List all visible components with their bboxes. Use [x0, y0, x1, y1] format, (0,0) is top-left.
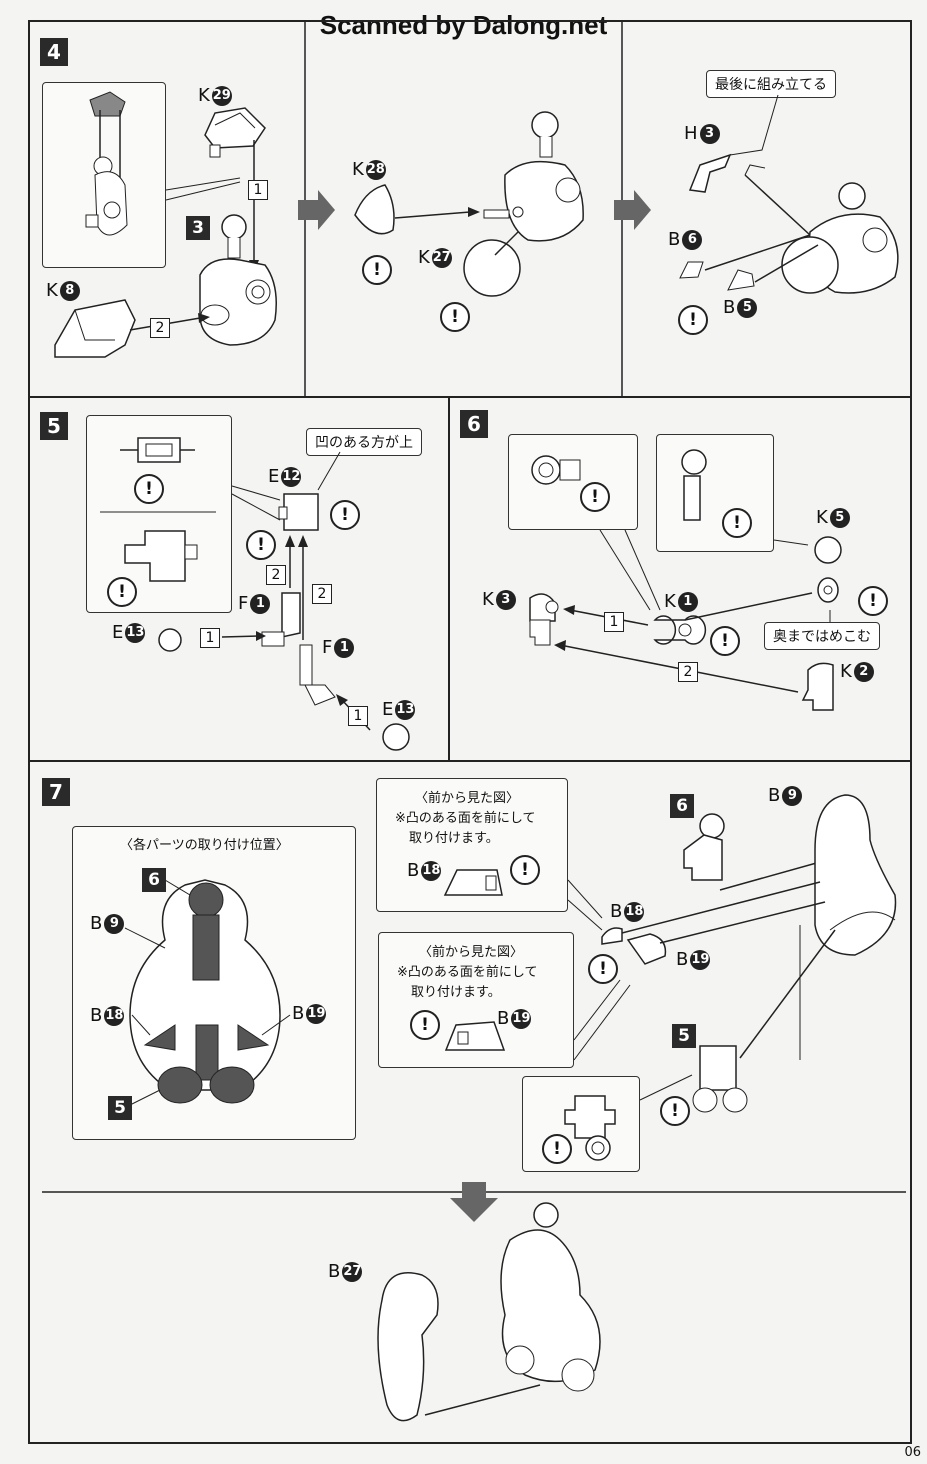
step4-number: 4 [40, 38, 68, 66]
front-view-title: 〈前から見た図〉 [419, 945, 524, 960]
warning-icon: ! [510, 855, 540, 885]
warning-icon: ! [107, 577, 137, 607]
callout-dent-up: 凹のある方が上 [306, 428, 422, 456]
warning-icon: ! [134, 474, 164, 504]
front-view-note: ※凸のある面を前にして [397, 965, 538, 980]
warning-icon: ! [246, 530, 276, 560]
order-1: 1 [200, 628, 220, 648]
watermark-text: Scanned by Dalong.net [319, 10, 608, 40]
step6-number: 6 [460, 410, 488, 438]
assembly-label-6: 6 [670, 794, 694, 818]
warning-icon: ! [858, 586, 888, 616]
callout-push-in: 奥まではめこむ [764, 622, 880, 650]
front-view-note: 取り付けます。 [411, 985, 501, 1000]
warning-icon: ! [542, 1134, 572, 1164]
order-2: 2 [312, 584, 332, 604]
positions-title: 〈各パーツの取り付け位置〉 [120, 838, 289, 853]
order-1: 1 [348, 706, 368, 726]
order-1: 1 [248, 180, 268, 200]
subassembly-3: 3 [186, 216, 210, 240]
step7-number: 7 [42, 778, 70, 806]
front-view-title: 〈前から見た図〉 [415, 791, 520, 806]
order-2: 2 [266, 565, 286, 585]
warning-icon: ! [580, 482, 610, 512]
warning-icon: ! [440, 302, 470, 332]
step6-detail-box-b [656, 434, 774, 552]
warning-icon: ! [722, 508, 752, 538]
warning-icon: ! [362, 255, 392, 285]
order-2: 2 [678, 662, 698, 682]
warning-icon: ! [678, 305, 708, 335]
pos-label-6: 6 [142, 868, 166, 892]
step5-number: 5 [40, 412, 68, 440]
callout-assemble-last: 最後に組み立てる [706, 70, 836, 98]
warning-icon: ! [410, 1010, 440, 1040]
warning-icon: ! [660, 1096, 690, 1126]
assembly-label-5: 5 [672, 1024, 696, 1048]
order-1: 1 [604, 612, 624, 632]
order-2: 2 [150, 318, 170, 338]
warning-icon: ! [710, 626, 740, 656]
front-view-note: 取り付けます。 [409, 831, 499, 846]
warning-icon: ! [330, 500, 360, 530]
step7-panel [28, 760, 912, 1444]
step6-detail-box-a [508, 434, 638, 530]
pos-label-5: 5 [108, 1096, 132, 1120]
page-number: 06 [904, 1445, 921, 1460]
front-view-note: ※凸のある面を前にして [395, 811, 536, 826]
warning-icon: ! [588, 954, 618, 984]
